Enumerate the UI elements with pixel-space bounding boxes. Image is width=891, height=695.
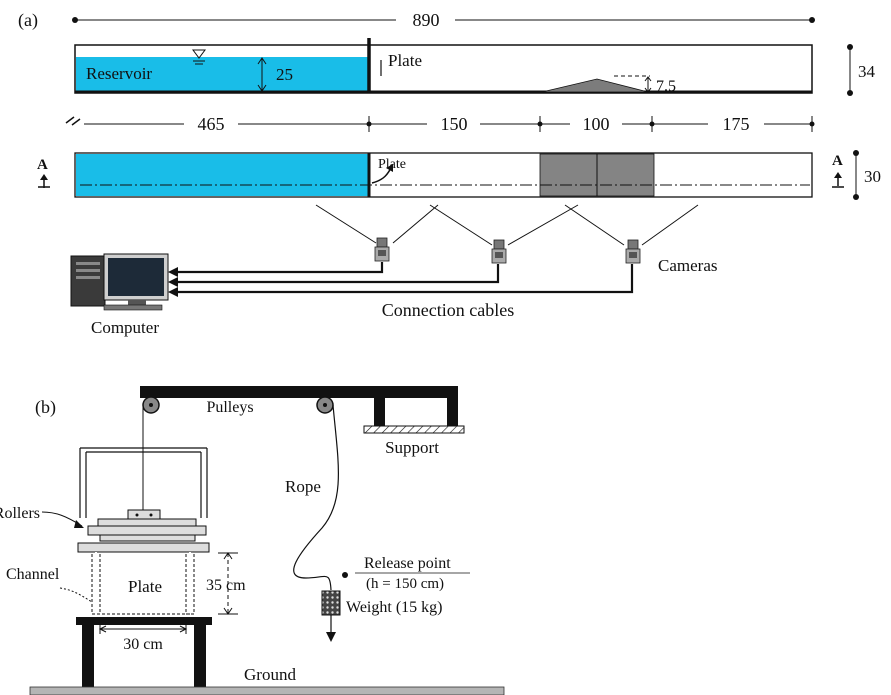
plan-plate-label: Plate — [378, 157, 406, 172]
bed-hump — [541, 78, 649, 93]
water-surface-icon — [192, 49, 206, 65]
segment-dimensions: 465 150 100 175 — [65, 114, 815, 134]
camera-icon — [625, 239, 641, 264]
channel-flange — [77, 542, 210, 553]
weight-drop-arrowhead — [326, 632, 336, 642]
camera-view-lines — [315, 204, 699, 246]
segment-camera-zone-length: 100 — [583, 114, 610, 134]
reservoir-label: Reservoir — [86, 64, 152, 83]
top-beam — [140, 386, 458, 398]
weight-block — [321, 590, 341, 616]
panel-a-label: (a) — [18, 10, 38, 31]
panel-b: (b) Support Pulleys Rope — [0, 386, 505, 695]
total-length-value: 890 — [413, 10, 440, 30]
computer-label: Computer — [91, 318, 159, 337]
hump-height-dimension: 7.5 — [644, 76, 676, 95]
channel-width-dimension-b: 30 cm — [98, 625, 188, 653]
channel-pointer — [59, 587, 93, 603]
segment-downstream-length: 175 — [723, 114, 750, 134]
computer-icon — [70, 253, 169, 311]
support-leg-left — [374, 396, 385, 426]
side-plate-label: Plate — [388, 51, 422, 70]
section-marker-left-label: A — [37, 157, 48, 173]
section-marker-right: A — [832, 153, 844, 188]
channel-height-value: 34 — [858, 62, 876, 81]
plan-channel-outline — [74, 152, 813, 198]
plan-channel-width-value: 30 — [864, 167, 881, 186]
ground-label: Ground — [244, 665, 296, 684]
channel-walls — [91, 551, 195, 615]
table-leg-right — [194, 625, 206, 687]
connection-cables — [176, 262, 634, 294]
plate-height-dimension: 35 cm — [206, 552, 246, 615]
lifting-frame — [79, 447, 208, 518]
water-depth-value: 25 — [276, 65, 293, 84]
rollers-pointer-arrowhead — [74, 520, 84, 528]
segment-reservoir-length: 465 — [198, 114, 225, 134]
release-point-marker — [342, 572, 348, 578]
rope-to-weight — [293, 404, 339, 591]
total-length-dimension: 890 — [72, 10, 815, 30]
panel-a: (a) 890 Reservoir — [18, 10, 881, 337]
rollers-label: Rollers — [0, 505, 40, 522]
camera-icon — [374, 237, 390, 262]
support-label: Support — [385, 438, 439, 457]
plate-rotation-arrowhead — [386, 164, 393, 172]
ground — [29, 686, 505, 695]
table-leg-left — [82, 625, 94, 687]
segment-upstream-length: 150 — [441, 114, 468, 134]
section-marker-left: A — [37, 157, 50, 188]
support-base — [363, 425, 465, 434]
cable-arrowheads — [168, 267, 178, 297]
side-view: Reservoir 25 Plate — [74, 38, 876, 96]
pulley-right — [316, 396, 334, 414]
hump-height-value: 7.5 — [656, 78, 676, 95]
camera-icon — [491, 239, 507, 264]
support-leg-right — [447, 396, 458, 426]
connection-cables-label: Connection cables — [382, 300, 514, 320]
table-top — [76, 617, 212, 625]
plate-height-value: 35 cm — [206, 577, 246, 594]
pulleys-label: Pulleys — [206, 399, 253, 416]
cameras-label: Cameras — [658, 256, 717, 275]
panel-b-label: (b) — [35, 397, 56, 418]
reservoir-water — [76, 57, 369, 92]
release-height-label: (h = 150 cm) — [366, 576, 444, 592]
channel-height-dimension: 34 — [847, 44, 876, 96]
channel-width-dimension: 30 — [853, 150, 881, 200]
channel-label: Channel — [6, 566, 60, 583]
rope-label: Rope — [285, 477, 321, 496]
channel-width-value: 30 cm — [123, 636, 163, 653]
section-marker-right-label: A — [832, 153, 843, 169]
water-depth-dimension: 25 — [257, 57, 293, 92]
plan-view: Plate A A 30 — [37, 150, 881, 200]
plan-reservoir-water — [76, 154, 369, 196]
rollers — [87, 518, 207, 542]
weight-label: Weight (15 kg) — [346, 599, 442, 616]
plate-label: Plate — [128, 577, 162, 596]
pulley-left — [142, 396, 160, 414]
release-point-label: Release point — [364, 555, 451, 572]
